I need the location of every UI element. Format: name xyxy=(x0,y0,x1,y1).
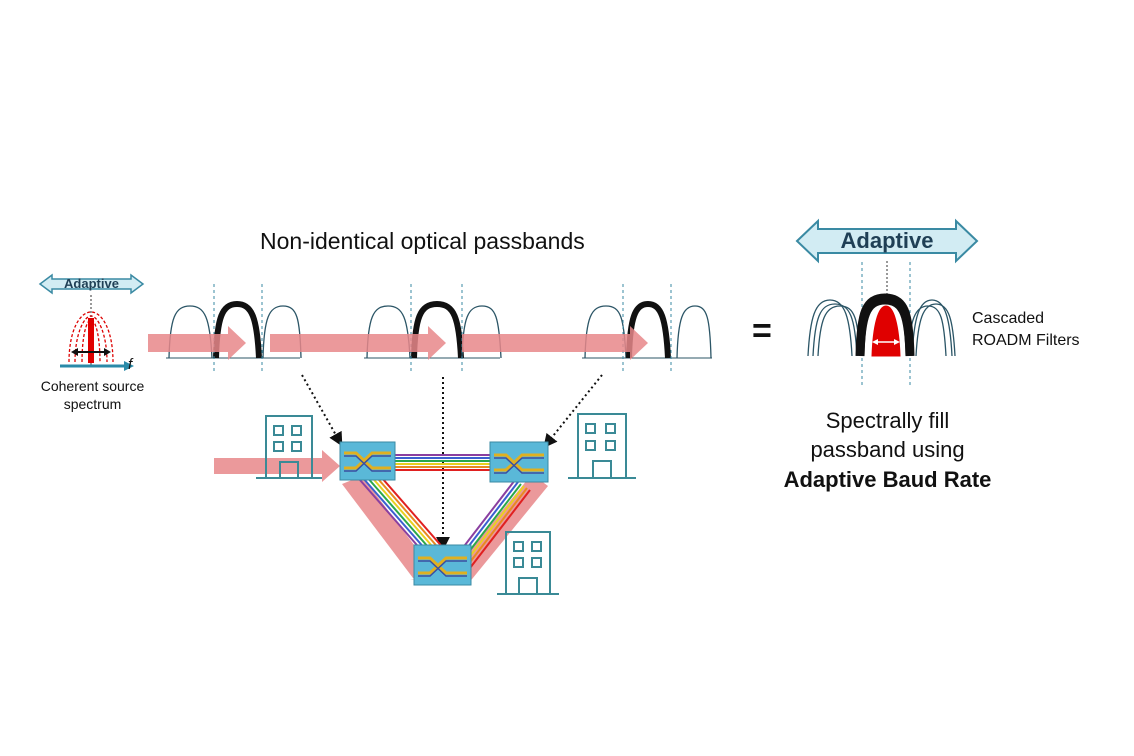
passband-group-3 xyxy=(582,284,712,372)
fiber-link-top xyxy=(395,454,492,471)
frequency-axis-label: f xyxy=(128,356,133,373)
roadm-node-left xyxy=(339,441,396,481)
signal-arrows-top xyxy=(148,326,648,360)
cascaded-filters xyxy=(807,262,956,388)
passband-group-2 xyxy=(364,284,502,372)
roadm-node-bottom xyxy=(413,544,472,586)
cascaded-label-line2: ROADM Filters xyxy=(972,332,1080,349)
building-icon xyxy=(497,531,559,595)
adaptive-label-small: Adaptive xyxy=(64,276,119,291)
conclusion-line1: Spectrally fill xyxy=(825,408,950,433)
coherent-source-spectrum xyxy=(60,295,134,371)
building-icon xyxy=(256,415,322,479)
diagram-title: Non-identical optical passbands xyxy=(260,228,585,254)
conclusion-line3: Adaptive Baud Rate xyxy=(783,467,992,492)
passband-group-1 xyxy=(166,284,302,372)
source-caption-line1: Coherent source xyxy=(40,378,145,394)
building-icon xyxy=(568,413,636,479)
conclusion-line2: passband using xyxy=(810,437,965,462)
cascaded-label-line1: Cascaded xyxy=(972,310,1045,327)
roadm-node-right xyxy=(489,441,549,483)
pointer-arrows xyxy=(301,374,603,551)
double-arrow-icon xyxy=(38,273,145,295)
double-arrow-icon xyxy=(795,218,979,264)
adaptive-label-large: Adaptive xyxy=(840,228,934,253)
equals-sign: = xyxy=(752,312,772,350)
source-caption-line2: spectrum xyxy=(63,396,122,412)
